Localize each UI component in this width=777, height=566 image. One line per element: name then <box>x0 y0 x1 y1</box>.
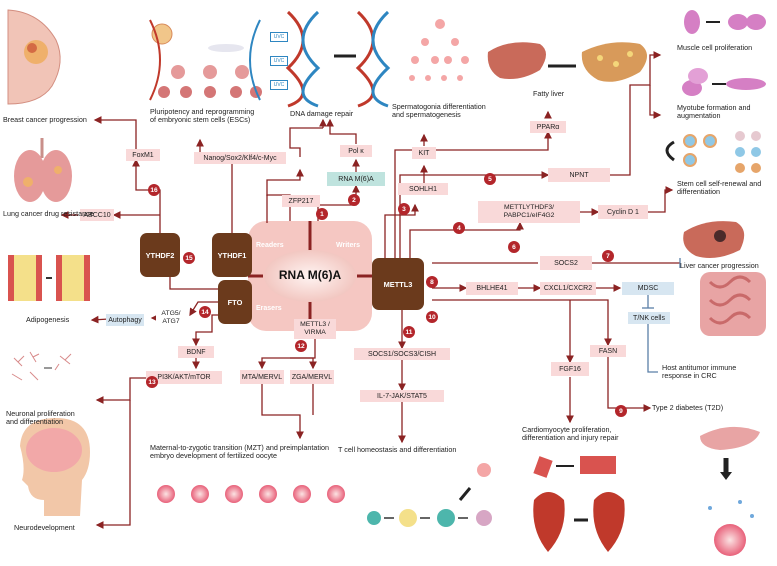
outcome-host-immune: Host antitumor immune response in CRC <box>662 363 737 381</box>
cyclin-d1-box: Cyclin D 1 <box>598 205 648 219</box>
mettl3-virma-box: METTL3 / VIRMA <box>294 319 336 339</box>
mettlythdf3-box: METTLYTHDF3/ PABPC1/eIF4G2 <box>478 201 580 223</box>
uvc-label: UVC <box>270 32 288 42</box>
fatty-liver-illustration <box>487 42 647 82</box>
nanog-box: Nanog/Sox2/Klf4/c-Myc <box>194 152 286 164</box>
bhlhe41-box: BHLHE41 <box>466 282 518 295</box>
tnk-box: T/NK cells <box>628 312 670 324</box>
fto-node: FTO <box>218 280 252 324</box>
badge-9: 9 <box>615 405 627 417</box>
outcome-breast: Breast cancer progression <box>3 115 87 124</box>
erasers-label: Erasers <box>256 305 282 312</box>
atg-box: ATG5/ ATG7 <box>156 308 186 328</box>
dna-illustration <box>285 10 391 108</box>
inhibit-lines <box>545 258 681 373</box>
center-m6a-hub <box>248 221 372 331</box>
lung-illustration <box>14 138 72 202</box>
badge-5: 5 <box>484 173 496 185</box>
cxcl1-box: CXCL1/CXCR2 <box>540 282 596 295</box>
outcome-dna-repair: DNA damage repair <box>290 109 354 118</box>
badge-6: 6 <box>508 241 520 253</box>
uvc-label: UVC <box>270 56 288 66</box>
badge-13: 13 <box>146 376 158 388</box>
outcome-mzt: Maternal-to-zygotic transition (MZT) and… <box>150 443 329 461</box>
ythdf1-node: YTHDF1 <box>212 233 252 277</box>
mdsc-box: MDSC <box>622 282 674 295</box>
spermatogonia-illustration <box>409 19 469 81</box>
outcome-neuronal: Neuronal proliferation and differentiati… <box>6 409 75 427</box>
cardiomyocyte-illustration <box>533 456 625 552</box>
il7-box: IL-7-JAK/STAT5 <box>360 390 444 402</box>
muscle-illustration <box>682 10 766 96</box>
tcell-illustration <box>367 463 492 527</box>
zfp217-box: ZFP217 <box>282 195 320 207</box>
outcome-muscle: Muscle cell proliferation <box>677 43 753 52</box>
badge-7: 7 <box>602 250 614 262</box>
foxm1-box: FoxM1 <box>126 149 160 161</box>
fasn-box: FASN <box>590 345 626 357</box>
socs1-box: SOCS1/SOCS3/CISH <box>354 348 450 360</box>
writers-label: Writers <box>336 242 360 249</box>
badge-3: 3 <box>398 203 410 215</box>
autophagy-box: Autophagy <box>106 314 144 326</box>
badge-14: 14 <box>199 306 211 318</box>
readers-label: Readers <box>256 242 284 249</box>
outcome-neurodevelopment: Neurodevelopment <box>14 523 75 532</box>
socs2-box: SOCS2 <box>540 256 592 270</box>
embryo-illustration <box>157 485 345 503</box>
mettl3-node: METTL3 <box>372 258 424 310</box>
ppara-box: PPARα <box>530 121 566 133</box>
outcome-lung: Lung cancer drug resistance <box>3 209 94 218</box>
neuron-illustration <box>11 351 72 381</box>
outcome-esc: Pluripotency and reprogramming of embryo… <box>150 107 255 125</box>
esc-illustration <box>149 19 262 101</box>
zga-box: ZGA/MERVL <box>290 370 334 384</box>
outcome-adipogenesis: Adipogenesis <box>26 315 70 324</box>
badge-10: 10 <box>426 311 438 323</box>
breast-illustration <box>7 9 61 105</box>
badge-16: 16 <box>148 184 160 196</box>
badge-15: 15 <box>183 252 195 264</box>
uvc-label: UVC <box>270 80 288 90</box>
center-title: RNA M(6)A <box>278 268 342 282</box>
badge-12: 12 <box>295 340 307 352</box>
adipose-illustration <box>8 255 90 301</box>
ythdf2-node: YTHDF2 <box>140 233 180 277</box>
badge-8: 8 <box>426 276 438 288</box>
liver-cancer-illustration <box>683 221 745 258</box>
npnt-box: NPNT <box>548 168 610 182</box>
head-illustration <box>20 418 90 516</box>
stem-cell-illustration <box>665 131 761 173</box>
bdnf-box: BDNF <box>178 346 214 358</box>
fgf16-box: FGF16 <box>551 362 589 376</box>
outcome-stem-cell: Stem cell self-renewal and differentiati… <box>677 179 762 197</box>
outcome-fatty-liver: Fatty liver <box>533 89 565 98</box>
sohlh1-box: SOHLH1 <box>398 183 448 195</box>
outcome-tcell: T cell homeostasis and differentiation <box>338 445 457 454</box>
pancreas-illustration <box>700 426 760 556</box>
outcome-liver-cancer: Liver cancer progression <box>680 261 759 270</box>
outcome-cardiomyocyte: Cardiomyocyte proliferation, differentia… <box>522 425 619 443</box>
outcome-spermatogonia: Spermatogonia differentiation and sperma… <box>392 102 486 120</box>
outcome-t2d: Type 2 diabetes (T2D) <box>652 403 724 412</box>
badge-4: 4 <box>453 222 465 234</box>
badge-2: 2 <box>348 194 360 206</box>
badge-11: 11 <box>403 326 415 338</box>
mta-box: MTA/MERVL <box>240 370 284 384</box>
abcc10-box: ABCC10 <box>80 209 114 221</box>
rna-m6a-box: RNA M(6)A <box>327 172 385 186</box>
badge-1: 1 <box>316 208 328 220</box>
intestine-illustration <box>700 272 766 336</box>
pi3k-box: PI3K/AKT/mTOR <box>146 371 222 384</box>
kit-box: KIT <box>412 147 436 159</box>
outcome-myotube: Myotube formation and augmentation <box>677 103 751 121</box>
polk-box: Pol κ <box>340 145 372 157</box>
